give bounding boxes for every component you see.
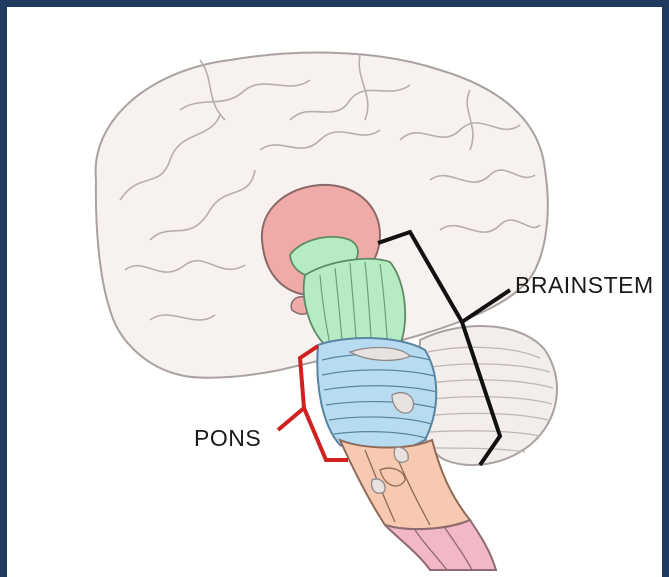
brainstem-label: BRAINSTEM [515,272,654,299]
pons-label: PONS [194,425,261,452]
